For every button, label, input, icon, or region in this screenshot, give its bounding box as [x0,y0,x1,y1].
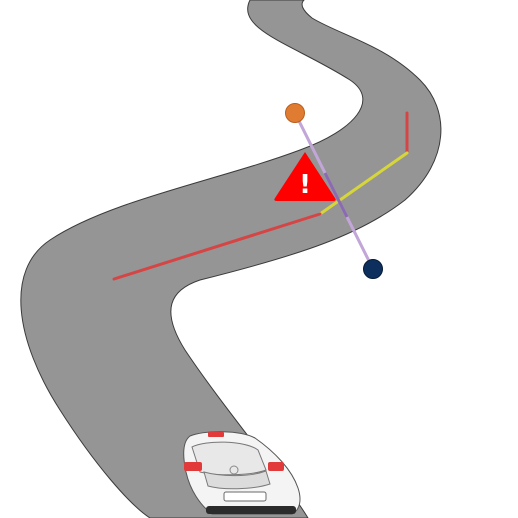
car-license-plate [223,491,267,502]
yellow-segment [318,151,409,216]
end-marker[interactable] [363,259,383,279]
connector [285,103,383,279]
warning-triangle-shape [274,152,336,201]
car-emblem [229,465,239,475]
red-long-segment [112,212,322,281]
car-bumper [206,506,296,514]
planned-path [112,111,409,281]
car-icon [183,431,301,515]
car-left-tail-light [184,462,202,471]
car-top-light [208,432,224,437]
warning-triangle-icon: ! [274,152,336,201]
start-marker[interactable] [285,103,305,123]
warning-glyph: ! [299,170,311,200]
car-rear-window [203,470,271,490]
connector-overlap [323,172,349,218]
car-right-tail-light [268,462,284,471]
